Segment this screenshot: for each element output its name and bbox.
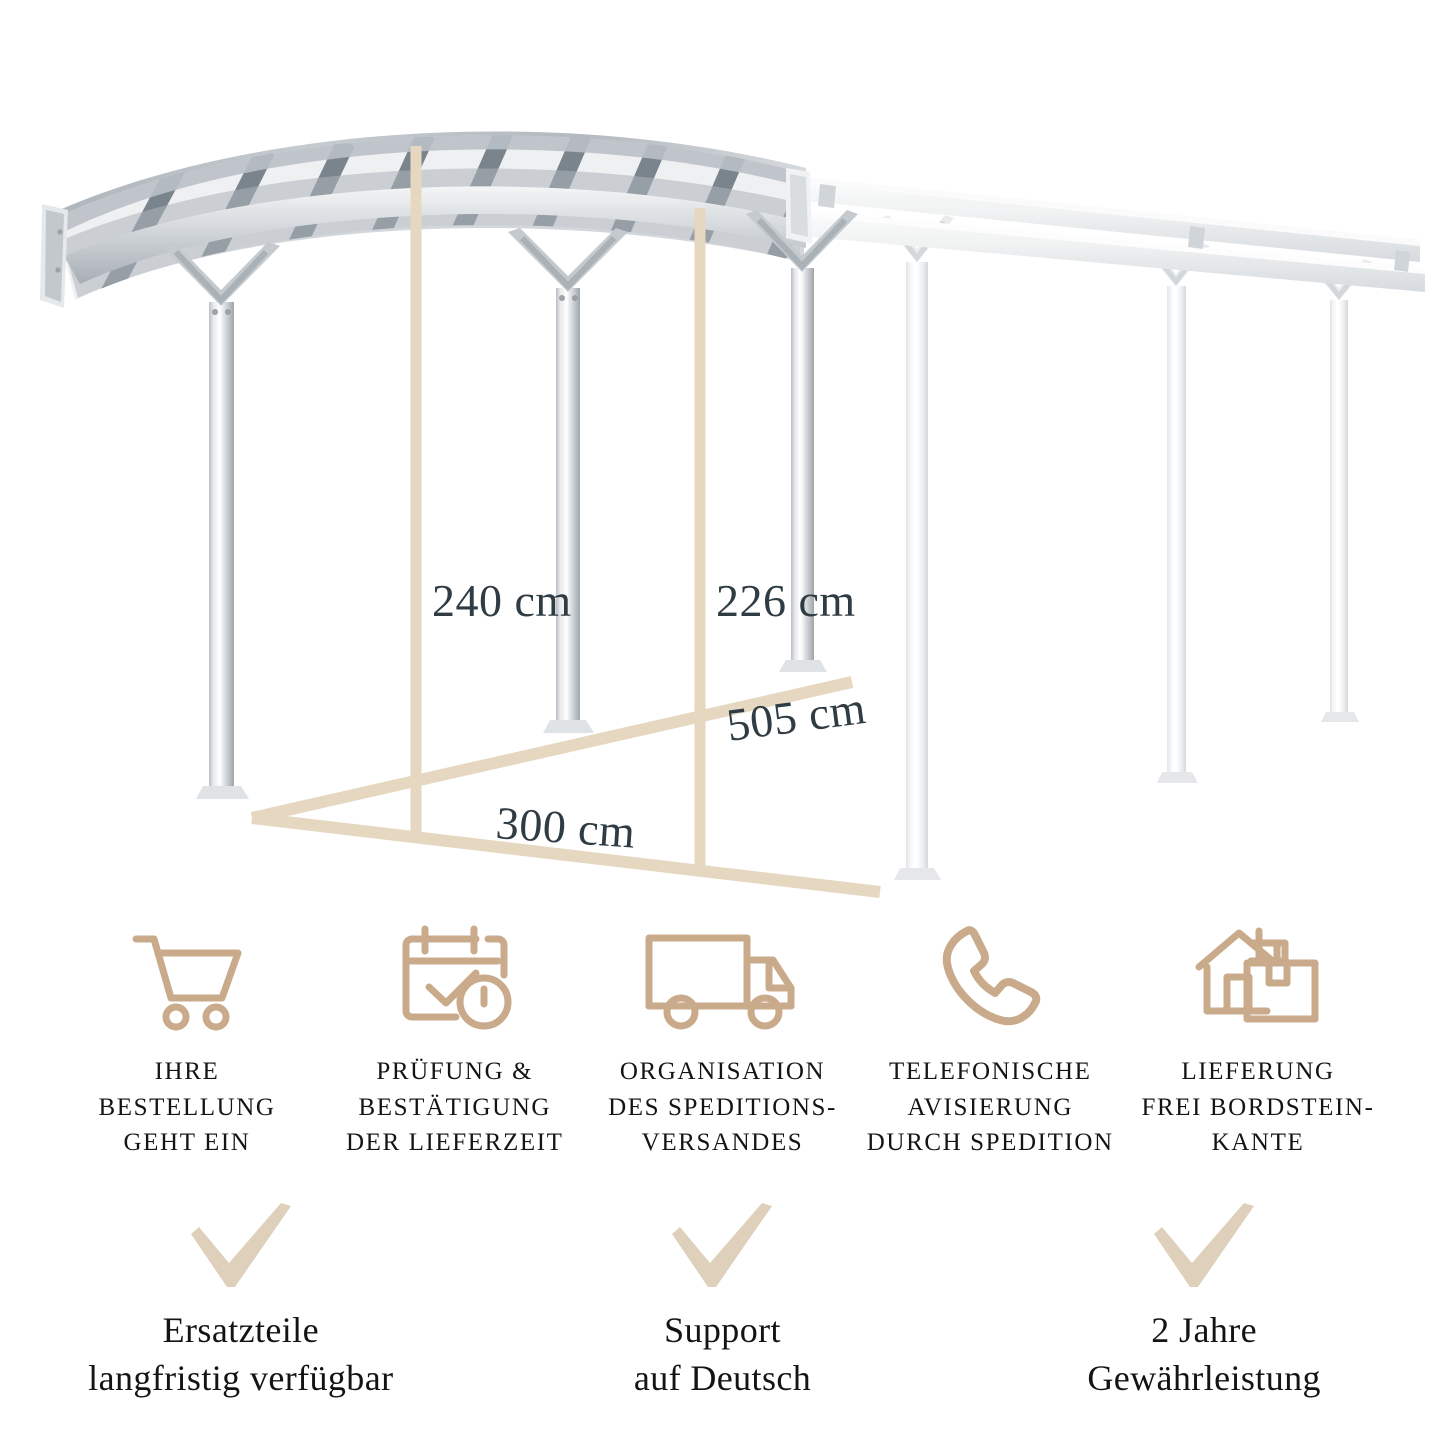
bracket-mid: [508, 228, 628, 292]
shopping-cart-icon: [128, 918, 246, 1038]
calendar-check-clock-icon: [394, 918, 516, 1038]
process-step-label: TELEFONISCHE AVISIERUNG DURCH SPEDITION: [866, 1058, 1114, 1156]
benefit-label: 2 Jahre Gewährleistung: [1087, 1310, 1321, 1399]
process-step-label: ORGANISATION DES SPEDITIONS- VERSANDES: [608, 1058, 837, 1156]
benefit-german-support: Support auf Deutsch: [502, 1196, 942, 1402]
process-step-label: PRÜFUNG & BESTÄTIGUNG DER LIEFERZEIT: [345, 1058, 564, 1156]
beam-connector-2: [1188, 226, 1205, 249]
checkmark-icon: [1148, 1196, 1260, 1296]
carport-illustration: 240 cm 226 cm 505 cm 300 cm: [40, 131, 1425, 898]
post-front-left: [162, 242, 280, 799]
beam-connector-3: [1394, 250, 1410, 272]
dimension-overlay: [250, 146, 881, 898]
process-step-shipping: ORGANISATION DES SPEDITIONS- VERSANDES: [594, 918, 852, 1161]
benefits-strip: Ersatzteile langfristig verfügbar Suppor…: [0, 1196, 1445, 1436]
delivery-truck-icon: [643, 918, 803, 1038]
house-package-icon: [1193, 918, 1323, 1038]
process-step-label: LIEFERUNG FREI BORDSTEIN- KANTE: [1141, 1058, 1375, 1156]
checkmark-icon: [185, 1196, 297, 1296]
benefit-label: Support auf Deutsch: [633, 1310, 812, 1399]
carport-rear-extension: [795, 176, 1425, 880]
process-step-order: IHRE BESTELLUNG GEHT EIN: [58, 918, 316, 1161]
checkmark-icon: [666, 1196, 778, 1296]
phone-handset-icon: [937, 918, 1043, 1038]
benefit-warranty: 2 Jahre Gewährleistung: [984, 1196, 1424, 1402]
benefit-spare-parts: Ersatzteile langfristig verfügbar: [21, 1196, 461, 1402]
process-step-confirmation: PRÜFUNG & BESTÄTIGUNG DER LIEFERZEIT: [326, 918, 584, 1161]
delivery-process-strip: IHRE BESTELLUNG GEHT EIN PRÜFUNG & BESTÄ…: [0, 918, 1445, 1188]
roof-leading-edge: [50, 131, 806, 232]
benefit-label: Ersatzteile langfristig verfügbar: [88, 1310, 394, 1399]
dimension-label-height-rear: 226 cm: [716, 575, 856, 626]
carport-front-section: [40, 131, 858, 799]
process-step-phone-notice: TELEFONISCHE AVISIERUNG DURCH SPEDITION: [861, 918, 1119, 1161]
dimension-label-height-front: 240 cm: [432, 575, 572, 626]
dimension-line-depth: [250, 676, 854, 824]
bracket-right: [746, 210, 858, 272]
bracket-left: [162, 242, 280, 306]
front-main-beam: [64, 186, 806, 284]
beam-connector-1: [818, 184, 836, 208]
process-step-label: IHRE BESTELLUNG GEHT EIN: [98, 1058, 276, 1156]
post-front-right: [746, 210, 858, 672]
dimension-label-width: 300 cm: [494, 797, 638, 858]
carport-drawing: [40, 131, 1425, 880]
process-step-curbside-delivery: LIEFERUNG FREI BORDSTEIN- KANTE: [1129, 918, 1387, 1161]
post-front-mid: [508, 228, 628, 733]
dimension-line-width: [251, 812, 881, 898]
